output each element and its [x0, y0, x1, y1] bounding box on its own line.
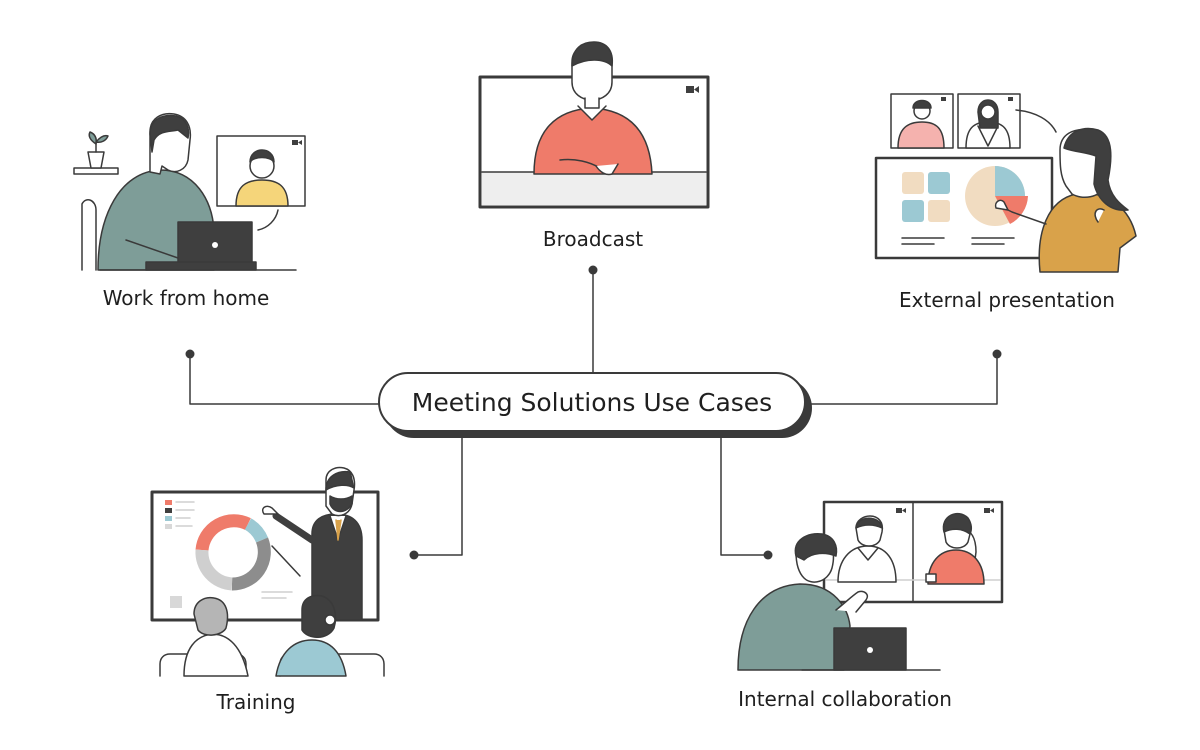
use-case-label-external-presentation: External presentation: [899, 288, 1115, 312]
connector-internal-collaboration: [720, 433, 769, 556]
connector-dot: [409, 550, 419, 560]
camera-icon: [896, 508, 994, 513]
shelf: [73, 167, 119, 175]
connector-work-from-home: [189, 353, 381, 405]
use-case-label-broadcast: Broadcast: [542, 227, 644, 251]
illustration-internal-collaboration: [737, 500, 1004, 671]
illustration-broadcast: [478, 41, 710, 209]
connector-external-presentation: [805, 353, 998, 405]
use-case-label-training: Training: [216, 690, 296, 714]
plant-icon: [87, 131, 109, 169]
camera-icon: [686, 86, 699, 93]
camera-icon: [941, 97, 1013, 101]
connector-dot: [992, 349, 1002, 359]
connector-dot: [185, 349, 195, 359]
illustration-work-from-home: [73, 112, 306, 271]
connector-dot: [763, 550, 773, 560]
donut-chart-icon: [195, 514, 271, 591]
connector-training: [413, 433, 463, 556]
illustration-external-presentation: [874, 93, 1137, 273]
use-case-label-internal-collaboration: Internal collaboration: [738, 687, 952, 711]
illustration-training: [150, 466, 385, 677]
connectors: [185, 265, 1002, 560]
hub-node: Meeting Solutions Use Cases: [378, 372, 806, 432]
use-case-label-work-from-home: Work from home: [102, 286, 270, 310]
hub-title: Meeting Solutions Use Cases: [411, 387, 773, 417]
connector-dot: [588, 265, 598, 275]
camera-icon: [292, 140, 302, 145]
